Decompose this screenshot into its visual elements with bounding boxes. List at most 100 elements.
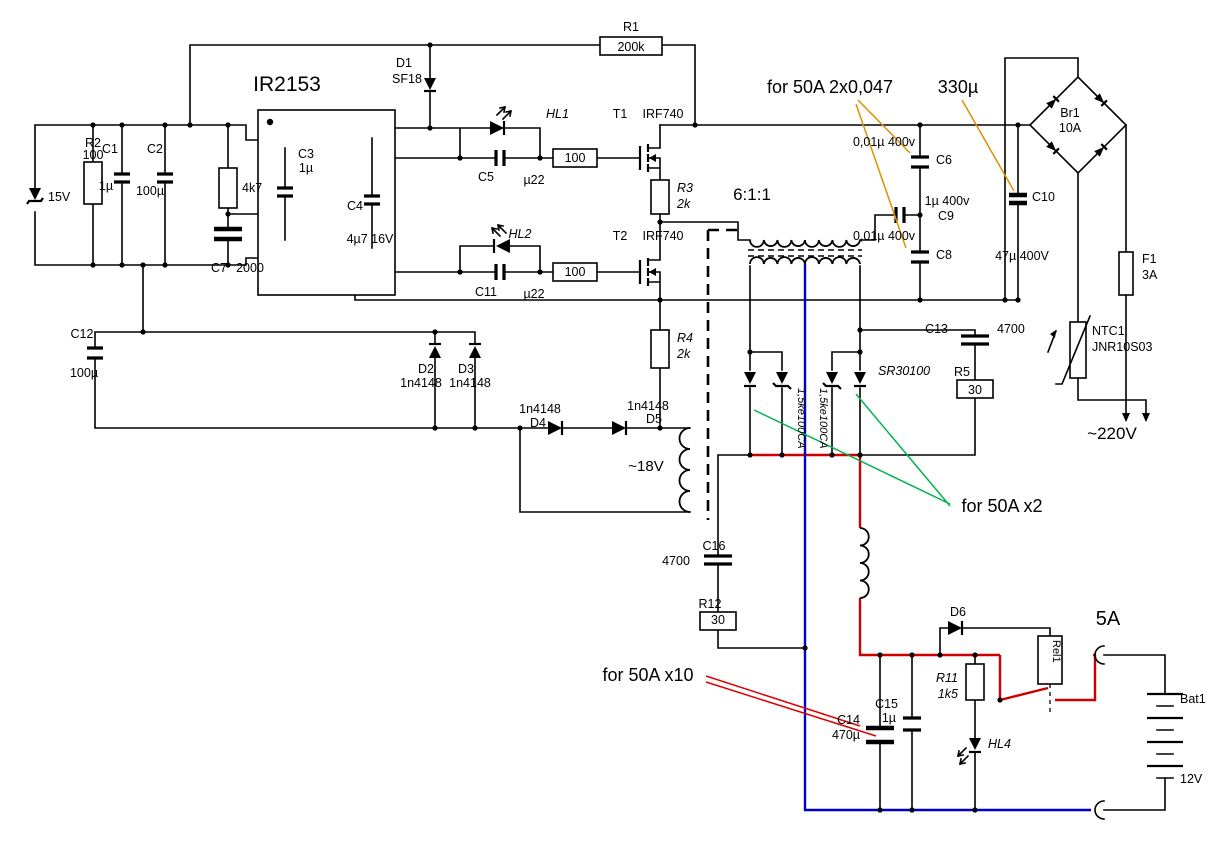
capacitor-c14 — [866, 725, 894, 745]
label-d2-ref: D2 — [418, 362, 434, 376]
label-tvs2: 1,5ke100CA — [817, 388, 829, 449]
primary-winding — [749, 239, 861, 248]
label-d1-ref: D1 — [396, 56, 412, 70]
note-lines-rectifier — [753, 393, 951, 507]
secondary-winding — [749, 256, 861, 265]
label-d1-val: SF18 — [392, 72, 422, 86]
connector-plug-top — [1094, 645, 1105, 665]
label-c1-val: 1µ — [99, 179, 113, 193]
label-r12-ref: R12 — [699, 597, 722, 611]
diode-d2 — [429, 342, 441, 358]
diode-d3 — [469, 342, 481, 358]
pin1-dot — [266, 118, 274, 126]
note-rectifier-50a: for 50A x2 — [961, 496, 1042, 516]
label-r11-val: 1k5 — [938, 687, 958, 701]
diode-d5 — [612, 421, 628, 435]
label-hl4: HL4 — [988, 737, 1011, 751]
label-c8-val: 0,01µ 400v — [853, 229, 916, 243]
wires-aux-supply — [94, 299, 691, 513]
label-c15-ref: C15 — [875, 697, 898, 711]
diode-d6 — [948, 621, 964, 635]
label-c9-ref: C9 — [938, 209, 954, 223]
label-hl2: HL2 — [509, 227, 532, 241]
label-c11-ref: C11 — [475, 285, 497, 299]
label-tvs1: 1,5ke100CA — [795, 388, 807, 449]
ic-ir2153 — [257, 109, 396, 296]
capacitor-c13 — [961, 334, 989, 346]
label-br1-ref: Br1 — [1060, 106, 1080, 120]
label-mains: ~220V — [1087, 424, 1137, 443]
label-c4-ref: C4 — [347, 199, 363, 213]
capacitor-c16 — [704, 554, 732, 566]
resistor-r3 — [650, 179, 670, 215]
label-r2-val: 100 — [83, 148, 104, 162]
zener-15v — [26, 188, 44, 205]
label-c14-val: 470µ — [832, 728, 860, 742]
note-lines-snubber-caps — [855, 99, 1015, 249]
diode-d1 — [424, 78, 436, 93]
label-c1-ref: C1 — [102, 142, 118, 156]
label-d2-val: 1n4148 — [400, 376, 442, 390]
label-r5-ref: R5 — [954, 365, 970, 379]
capacitor-c10 — [1009, 192, 1027, 206]
tvs-1 — [772, 372, 792, 390]
capacitor-c4 — [364, 194, 380, 206]
junction-dots — [90, 42, 1021, 813]
label-c16-val: 4700 — [662, 554, 690, 568]
rectifier-sr30100-left — [744, 372, 756, 388]
label-output-current: 5A — [1096, 608, 1121, 630]
label-d5-val: 1n4148 — [627, 399, 669, 413]
label-c8-ref: C8 — [936, 248, 952, 262]
capacitor-c12 — [87, 346, 103, 360]
label-c5-val: µ22 — [523, 173, 544, 187]
led-hl1 — [490, 105, 513, 135]
capacitor-c2 — [157, 172, 173, 184]
label-c5-ref: C5 — [478, 170, 494, 184]
aux-winding-coil — [678, 427, 691, 513]
label-aux-voltage: ~18V — [628, 458, 663, 475]
label-rel1: Rel1 — [1050, 640, 1062, 663]
mosfet-t1 — [638, 144, 656, 172]
label-t1-ref: T1 — [613, 107, 628, 121]
label-r3-ref: R3 — [677, 181, 693, 195]
label-c12-val: 100µ — [70, 366, 98, 380]
label-c13-val: 4700 — [997, 322, 1025, 336]
label-r12-val: 30 — [711, 613, 725, 627]
label-c3-val: 1µ — [299, 161, 313, 175]
label-c10-val: 47µ 400V — [995, 249, 1049, 263]
label-d4-ref: D4 — [530, 416, 546, 430]
wires-output — [879, 627, 1166, 811]
label-r2-ref: R2 — [85, 136, 101, 150]
label-c9-val: 1µ 400v — [925, 194, 970, 208]
resistor-gate2 — [552, 262, 598, 282]
label-c11-val: µ22 — [523, 287, 544, 301]
label-c7-val: 2000 — [236, 261, 264, 275]
label-r1-val: 200k — [617, 40, 645, 54]
led-hl2 — [490, 223, 510, 253]
bridge-br1 — [1028, 75, 1128, 175]
label-c13-ref: C13 — [925, 322, 948, 336]
wire-center-tap-negative — [803, 264, 1091, 812]
label-zener-val: 15V — [48, 190, 71, 204]
label-c6-val: 0,01µ 400v — [853, 135, 916, 149]
label-c14-ref: C14 — [837, 713, 860, 727]
label-c6-ref: C6 — [936, 153, 952, 167]
label-f1-val: 3A — [1142, 268, 1158, 282]
label-c15-val: 1µ — [882, 711, 896, 725]
label-bat1-ref: Bat1 — [1180, 692, 1206, 706]
transformer-core — [748, 249, 862, 257]
label-c2-val: 100µ — [136, 184, 164, 198]
label-c4-val: 4µ7 16V — [347, 232, 394, 246]
resistor-r2 — [83, 161, 103, 205]
fuse-f1 — [1118, 251, 1134, 296]
label-c3-ref: C3 — [298, 147, 314, 161]
label-d5-ref: D5 — [646, 412, 662, 426]
capacitor-c11 — [494, 264, 506, 280]
capacitor-c7 — [214, 226, 242, 242]
resistor-r12 — [699, 611, 737, 631]
ntc-ntc1 — [1046, 314, 1092, 385]
label-r4-val: 2k — [676, 347, 691, 361]
capacitor-c5 — [494, 150, 506, 166]
capacitor-c8 — [911, 250, 929, 264]
label-t1-val: IRF740 — [643, 107, 684, 121]
